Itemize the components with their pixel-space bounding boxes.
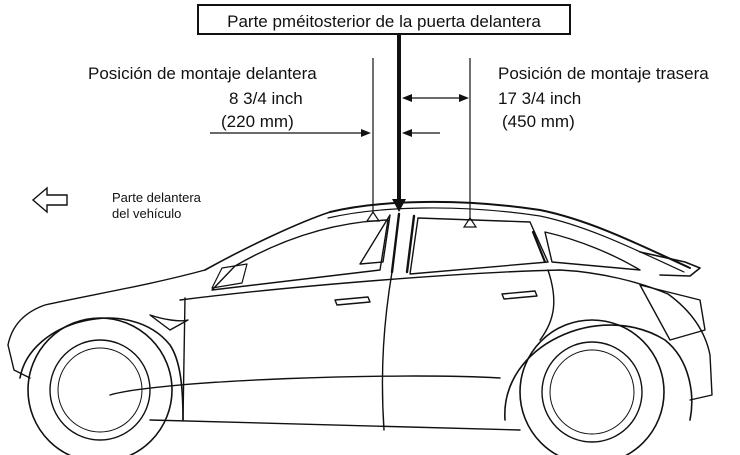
- front-dim-right-arrowhead: [402, 129, 412, 137]
- hood-line: [7, 269, 206, 346]
- front-mount-labels: Posición de montaje delantera 8 3/4 inch…: [88, 64, 317, 131]
- rear-wheel-arch: [504, 324, 693, 421]
- rear-tire: [519, 319, 665, 455]
- side-crease: [109, 375, 501, 396]
- front-window: [211, 219, 389, 291]
- front-wheel-arch: [19, 317, 184, 421]
- rear-dim-right-arrowhead: [459, 94, 469, 102]
- front-door-rear-edge: [381, 271, 393, 431]
- rear-door-handle: [501, 290, 538, 300]
- arrow-left-outline-icon: [31, 186, 68, 214]
- front-indicator-line1: Parte delantera: [112, 190, 202, 205]
- headlight: [149, 314, 189, 331]
- rear-mount-marker: [462, 216, 478, 228]
- front-rim-inner: [57, 347, 143, 433]
- front-mount-mm: (220 mm): [221, 112, 294, 131]
- rear-mount-mm: (450 mm): [502, 112, 575, 131]
- front-bumper: [7, 344, 31, 379]
- windshield-line: [204, 211, 331, 271]
- rear-door-rear-edge: [539, 269, 555, 341]
- front-door-handle: [334, 296, 371, 306]
- front-rim: [49, 339, 151, 441]
- b-pillar-rear: [405, 214, 416, 274]
- front-indicator-line2: del vehículo: [112, 206, 181, 221]
- roof-line-outer: [329, 200, 691, 269]
- front-indicator: Parte delantera del vehículo: [31, 186, 202, 221]
- front-window-corner: [359, 214, 391, 265]
- front-mount-label: Posición de montaje delantera: [88, 64, 317, 83]
- tail-light: [639, 284, 706, 341]
- rear-rim-inner: [549, 349, 635, 435]
- quarter-window: [544, 231, 641, 271]
- rear-dim-left-arrowhead: [402, 94, 412, 102]
- rear-mount-inch: 17 3/4 inch: [498, 89, 581, 108]
- title-box: Parte pméitosterior de la puerta delante…: [197, 4, 571, 35]
- rear-rim: [541, 341, 643, 443]
- roof-line-inner: [327, 207, 685, 273]
- main-reference-arrowhead: [392, 199, 406, 212]
- title-frame: [197, 4, 571, 35]
- rear-mount-label: Posición de montaje trasera: [498, 64, 709, 83]
- rocker-line: [149, 419, 521, 431]
- rear-spoiler: [639, 251, 701, 277]
- c-pillar: [531, 230, 547, 264]
- belt-line: [179, 269, 669, 301]
- title-text: Parte pméitosterior de la puerta delante…: [227, 12, 541, 31]
- rear-mount-labels: Posición de montaje trasera 17 3/4 inch …: [498, 64, 709, 131]
- rear-body: [667, 293, 713, 401]
- b-pillar-front: [390, 212, 401, 274]
- front-tire: [27, 317, 173, 455]
- front-mount-inch: 8 3/4 inch: [229, 89, 303, 108]
- side-mirror: [211, 263, 248, 289]
- front-dim-left-arrowhead: [361, 129, 371, 137]
- dimension-lines: [210, 34, 478, 228]
- front-mount-marker: [365, 210, 381, 222]
- rear-window: [409, 217, 549, 275]
- vehicle-illustration: [7, 200, 713, 455]
